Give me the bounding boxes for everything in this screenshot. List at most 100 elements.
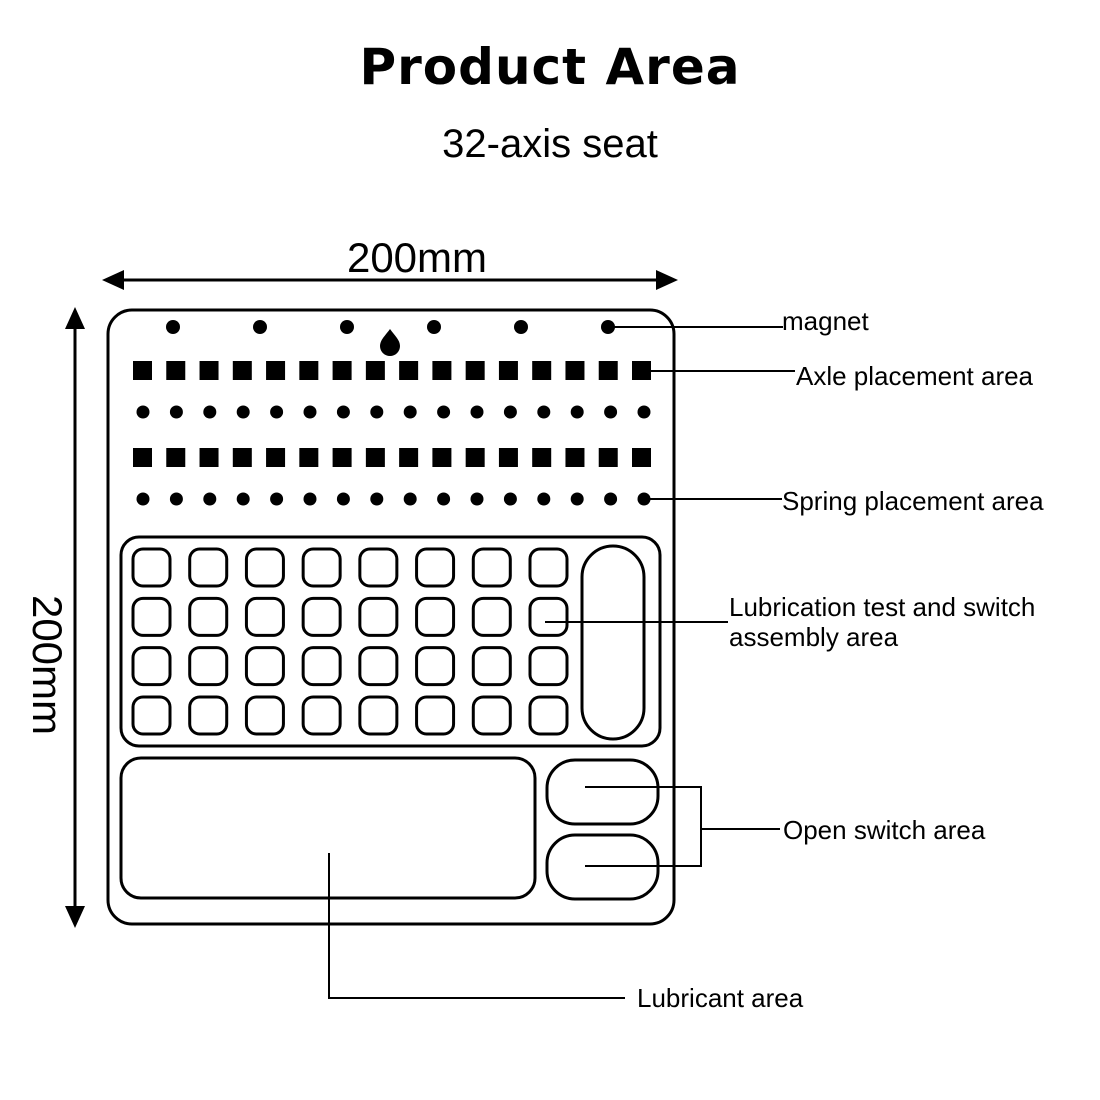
axle-slot — [532, 448, 552, 467]
spring-slot — [470, 405, 484, 419]
switch-slot — [471, 547, 512, 588]
switch-slot — [244, 547, 285, 588]
open-switch-slot-top — [545, 758, 660, 826]
switch-slot — [528, 596, 569, 637]
spring-slot — [270, 492, 284, 506]
spring-slot — [437, 405, 451, 419]
switch-slot — [188, 646, 229, 687]
axle-slot — [133, 361, 152, 380]
switch-slot — [528, 695, 569, 736]
tray-outline — [106, 308, 676, 926]
page-title: Product Area — [359, 38, 741, 96]
switch-slot — [131, 695, 172, 736]
spring-slot — [136, 405, 150, 419]
spring-slot — [403, 405, 417, 419]
spring-slot — [336, 492, 350, 506]
spring-slot — [370, 405, 384, 419]
spring-slot — [604, 492, 618, 506]
magnet-dot — [601, 320, 615, 334]
switch-slot — [131, 547, 172, 588]
axle-slot — [299, 361, 319, 380]
spring-slot — [637, 492, 651, 506]
spring-slot — [437, 492, 451, 506]
axle-slot — [565, 448, 585, 467]
switch-slot — [528, 646, 569, 687]
axle-slot — [266, 361, 286, 380]
magnet-dot — [253, 320, 267, 334]
axle-placement-rows — [133, 361, 651, 467]
spring-slot — [470, 492, 484, 506]
lube-test-label-line1: Lubrication test and switch — [729, 592, 1035, 622]
lubricant-label: Lubricant area — [637, 983, 804, 1013]
spring-slot — [637, 405, 651, 419]
axle-slot — [365, 448, 385, 467]
switch-slot — [471, 596, 512, 637]
axle-slot — [432, 361, 452, 380]
switch-slot — [301, 596, 342, 637]
spring-slot — [336, 405, 350, 419]
magnet-label: magnet — [782, 306, 869, 336]
switch-slot — [301, 695, 342, 736]
height-dimension-label: 200mm — [24, 595, 71, 735]
magnet-center-drop-icon — [380, 329, 400, 356]
open-switch-label: Open switch area — [783, 815, 986, 845]
switch-slot — [358, 646, 399, 687]
axle-slot — [332, 448, 352, 467]
magnet-dot — [340, 320, 354, 334]
switch-slot — [528, 547, 569, 588]
spring-slot — [203, 492, 217, 506]
axle-slot — [432, 448, 452, 467]
axle-slot — [399, 448, 419, 467]
switch-slot — [131, 596, 172, 637]
lube-test-slot — [580, 544, 646, 741]
switch-assembly-outline — [119, 535, 662, 748]
lube-test-label-line2: assembly area — [729, 622, 899, 652]
axle-slot — [399, 361, 419, 380]
axle-slot — [532, 361, 552, 380]
axle-slot — [166, 361, 186, 380]
spring-slot — [136, 492, 150, 506]
page-subtitle: 32-axis seat — [442, 122, 658, 166]
switch-slot — [131, 646, 172, 687]
spring-slot — [537, 405, 551, 419]
axle-slot — [299, 448, 319, 467]
axle-slot — [133, 448, 152, 467]
switch-slot — [415, 547, 456, 588]
switch-slot — [244, 695, 285, 736]
axle-slot — [232, 448, 252, 467]
spring-slot — [169, 492, 183, 506]
spring-slot — [370, 492, 384, 506]
spring-slot — [303, 492, 317, 506]
axle-slot — [598, 448, 618, 467]
switch-slot — [471, 646, 512, 687]
switch-slot — [244, 596, 285, 637]
switch-slot — [358, 695, 399, 736]
axle-slot — [465, 361, 485, 380]
height-dimension-arrow — [65, 307, 85, 928]
axle-slot — [632, 448, 651, 467]
axle-slot — [266, 448, 286, 467]
magnet-dot — [166, 320, 180, 334]
spring-slot — [203, 405, 217, 419]
width-dimension-arrow — [102, 270, 678, 290]
switch-slot — [188, 596, 229, 637]
spring-placement-label: Spring placement area — [782, 486, 1044, 516]
switch-slot — [358, 547, 399, 588]
axle-slot — [332, 361, 352, 380]
switch-slot — [358, 596, 399, 637]
width-dimension-label: 200mm — [347, 234, 487, 281]
switch-slot — [301, 646, 342, 687]
switch-slot — [188, 695, 229, 736]
spring-slot — [169, 405, 183, 419]
axle-slot — [565, 361, 585, 380]
axle-slot — [498, 448, 518, 467]
axle-slot — [166, 448, 186, 467]
leader-lines — [328, 326, 795, 999]
spring-slot — [570, 492, 584, 506]
spring-slot — [537, 492, 551, 506]
switch-slot — [415, 695, 456, 736]
spring-slot — [303, 405, 317, 419]
switch-slot — [301, 547, 342, 588]
axle-slot — [199, 448, 219, 467]
